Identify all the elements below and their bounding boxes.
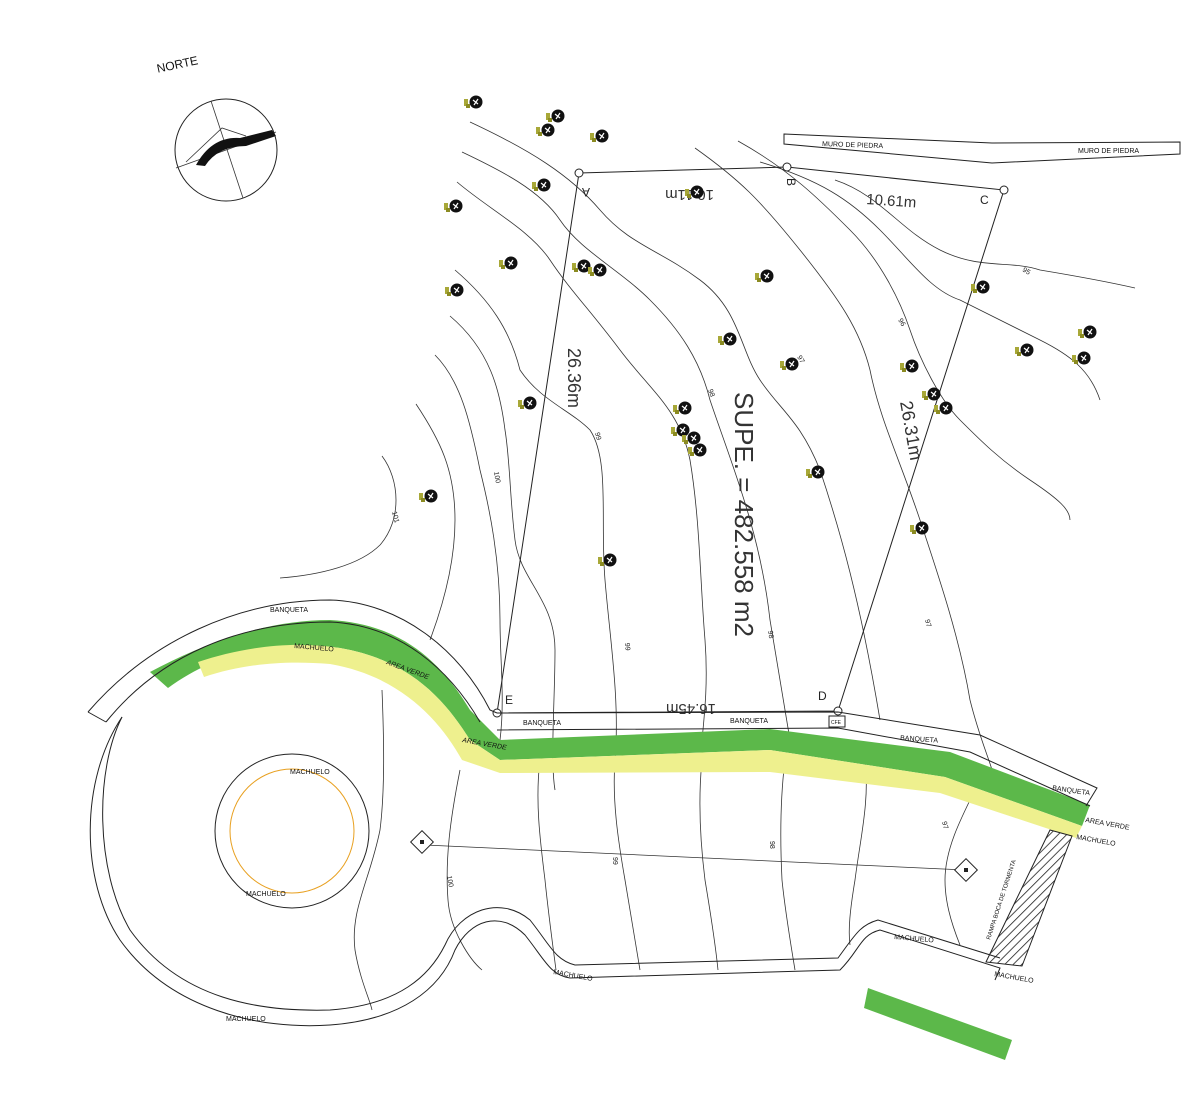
tree-icon [498,255,519,271]
tree-icon [779,356,800,372]
wall-label-1: MURO DE PIEDRA [822,141,884,150]
machuelo-7: MACHUELO [994,971,1035,985]
machuelo-8: MACHUELO [1076,834,1117,848]
tree-icon [545,108,566,124]
vertex-b-marker [782,162,792,172]
dim-bottom: 16.45m [666,700,716,717]
tree-icon [517,395,538,411]
tree-icon [687,442,708,458]
tree-icon [1077,324,1098,340]
north-label: NORTE [155,53,199,75]
island-outer [214,753,370,909]
tree-icon [418,488,439,504]
tree-icon [463,94,484,110]
tree-icon [933,400,954,416]
tree-icon [717,331,738,347]
dimensions: 10.11m 10.61m 26.36m 26.31m 16.45m SUPE.… [564,186,926,717]
stone-wall: MURO DE PIEDRA MURO DE PIEDRA [783,133,1181,164]
tree-icon [589,128,610,144]
north-arrow: NORTE [155,53,278,202]
contour-97c: 97 [940,821,949,830]
contour-99b: 99 [623,643,631,651]
banqueta-2: BANQUETA [523,720,561,727]
banqueta-3: BANQUETA [730,718,768,725]
lot-boundary: A B C D E [492,162,1009,718]
tree-icon [899,358,920,374]
banqueta-1: BANQUETA [270,607,308,614]
tree-icon [670,422,691,438]
tree-icon [587,262,608,278]
area-label: SUPE. = 482.558 m2 [729,392,759,637]
contour-98b: 98 [766,630,774,639]
tree-icon [970,279,991,295]
vertex-e: E [505,693,513,707]
contour-97a: 97 [795,355,805,365]
vertex-a: A [582,185,590,199]
tree-icon [672,400,693,416]
cfe-label: CFE [831,720,842,726]
contour-100a: 100 [492,471,501,484]
yellow-strip [198,644,1082,838]
dim-left: 26.36m [564,348,584,408]
vertex-c-marker [999,185,1009,195]
tree-icon [597,552,618,568]
contour-99c: 99 [611,857,618,865]
tree-icon [571,258,592,274]
north-arrow-icon [196,130,276,166]
cfe-post [828,715,846,728]
contour-95: 95 [1021,267,1031,277]
contour-labels: 95 96 97 97 97 98 98 98 99 99 99 100 100… [390,267,1031,888]
machuelo-3: MACHUELO [246,891,286,898]
contour-100b: 100 [445,875,454,888]
island-ring [229,768,355,894]
contour-99a: 99 [593,432,602,441]
machuelo-5: MACHUELO [553,969,594,983]
contour-96: 96 [896,318,906,328]
street: CFE RAMPA BOCA DE TORMENTA [87,599,1098,1060]
green-bar [864,988,1012,1060]
vertex-b: B [784,178,798,186]
machuelo-2: MACHUELO [290,769,330,776]
green-strip [150,620,1090,826]
contour-lines [279,121,1136,1011]
north-circle [174,98,278,202]
tree-icon [444,282,465,298]
vertex-c: C [980,193,989,207]
tree-icon [805,464,826,480]
tree-icon [909,520,930,536]
tree-icon [443,198,464,214]
dim-top-b-c: 10.61m [866,191,917,211]
vertex-a-marker [574,168,584,178]
wall-label-2: MURO DE PIEDRA [1078,148,1139,155]
vertex-d: D [818,689,827,703]
contour-98a: 98 [706,388,715,398]
machuelo-1: MACHUELO [294,643,335,653]
contour-97b: 97 [923,619,932,628]
tree-icon [921,386,942,402]
tree-icon [1014,342,1035,358]
contour-101: 101 [390,511,400,524]
area-verde-3: AREA VERDE [1085,817,1131,832]
storm-drain-ramp [985,829,1073,967]
machuelo-4: MACHUELO [226,1016,266,1023]
tree-icon [531,177,552,193]
vertex-d-marker [833,706,843,716]
machuelo-6: MACHUELO [894,934,935,944]
tree-icon [535,122,556,138]
contour-98c: 98 [768,841,775,849]
dim-right: 26.31m [896,399,926,462]
tree-icon [754,268,775,284]
tree-icon [1071,350,1092,366]
banqueta-4: BANQUETA [900,735,939,745]
